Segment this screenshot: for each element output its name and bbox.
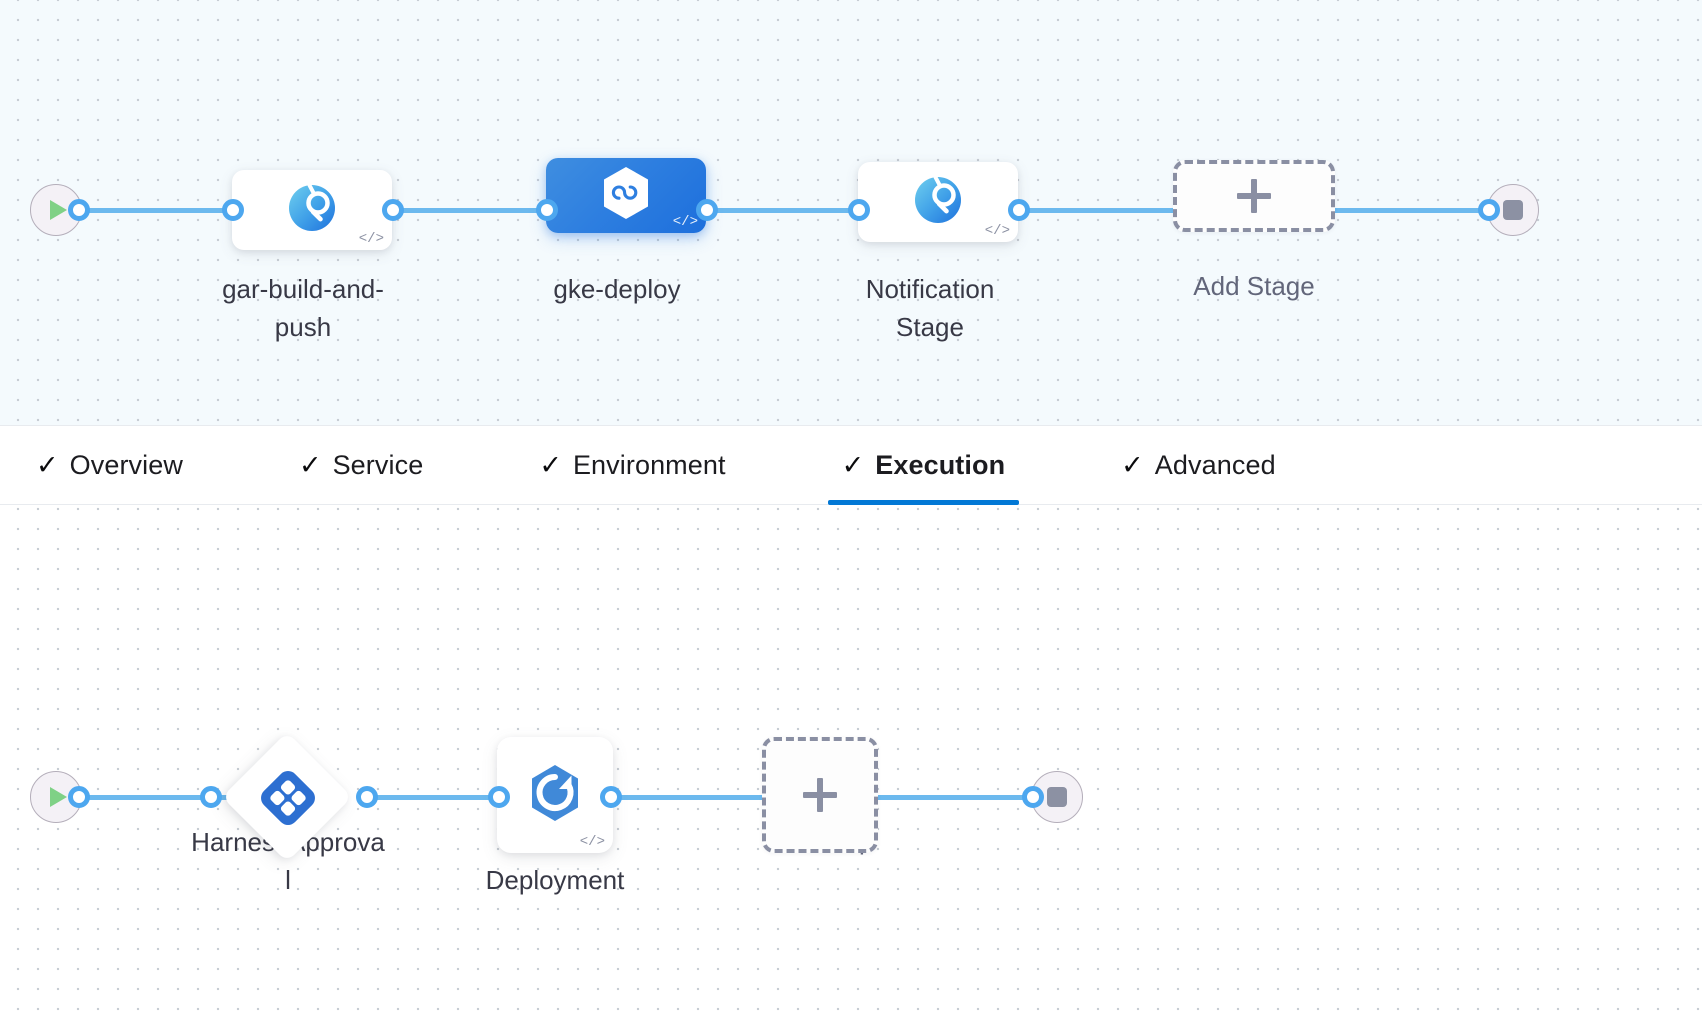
execution-graph-canvas[interactable]: HarnessApproval </> Rollout Deployment A… (0, 505, 1702, 1027)
check-icon: ✓ (1121, 449, 1144, 480)
tab-execution[interactable]: ✓ Execution (827, 425, 1020, 505)
add-step-button[interactable] (762, 737, 878, 853)
tab-label: Execution (875, 449, 1006, 480)
code-badge-icon[interactable]: </> (579, 834, 605, 850)
tab-label: Environment (572, 449, 726, 480)
port-exec-end-in[interactable] (1022, 786, 1044, 808)
stop-icon (1047, 787, 1067, 807)
port-end-in[interactable] (1478, 199, 1500, 221)
port-start-out[interactable] (68, 199, 90, 221)
stage-build-icon (286, 182, 338, 239)
tab-label: Overview (69, 449, 183, 480)
tab-label: Service (332, 449, 424, 480)
stage-build-icon (912, 174, 964, 231)
edge-step2-to-addstep (604, 795, 834, 800)
port-stage2-out[interactable] (696, 199, 718, 221)
code-badge-icon[interactable]: </> (672, 214, 698, 230)
tab-advanced[interactable]: ✓ Advanced (1107, 425, 1290, 505)
tab-service[interactable]: ✓ Service (285, 425, 437, 505)
edge-stage3-to-addstage (1014, 208, 1204, 213)
step-card-rollout-deployment[interactable]: </> (497, 737, 613, 853)
code-badge-icon[interactable]: </> (984, 223, 1010, 239)
port-stage3-out[interactable] (1008, 199, 1030, 221)
edge-addstep-to-end (872, 795, 1054, 800)
stage-graph-canvas[interactable]: </> gar-build-and-push </> gke-deploy (0, 0, 1702, 425)
stage-card-gke-deploy[interactable]: </> (546, 158, 706, 233)
stop-icon (1503, 200, 1523, 220)
port-stage1-in[interactable] (222, 199, 244, 221)
port-step1-in[interactable] (200, 786, 222, 808)
add-stage-button[interactable] (1173, 160, 1335, 232)
port-stage1-out[interactable] (382, 199, 404, 221)
stage-config-tabs[interactable]: ✓ Overview ✓ Service ✓ Environment ✓ Exe… (0, 425, 1702, 505)
stage-card-gar-build-and-push[interactable]: </> (232, 170, 392, 250)
edge-addstage-to-end (1330, 208, 1510, 213)
play-icon (50, 200, 67, 220)
edge-stage1-to-stage2 (390, 208, 570, 213)
harness-hexagon-icon (600, 165, 652, 226)
add-stage-label: Add Stage (1193, 271, 1315, 301)
stage-label-gar-build-and-push: gar-build-and-push (222, 274, 384, 342)
code-badge-icon[interactable]: </> (358, 231, 384, 247)
port-step2-in[interactable] (488, 786, 510, 808)
tab-environment[interactable]: ✓ Environment (525, 425, 739, 505)
port-exec-start-out[interactable] (68, 786, 90, 808)
stage-label-gke-deploy: gke-deploy (553, 274, 681, 304)
edge-step1-to-step2 (360, 795, 526, 800)
plus-icon (803, 778, 837, 812)
tab-label: Advanced (1154, 449, 1276, 480)
play-icon (50, 787, 67, 807)
check-icon: ✓ (539, 449, 562, 480)
check-icon: ✓ (36, 449, 59, 480)
plus-icon (1237, 179, 1271, 213)
port-stage2-in[interactable] (536, 199, 558, 221)
stage-label-notification-stage: Notification Stage (865, 274, 995, 342)
port-step2-out[interactable] (600, 786, 622, 808)
check-icon: ✓ (298, 449, 322, 480)
edge-start-to-stage1 (72, 208, 262, 213)
stage-card-notification-stage[interactable]: </> (858, 162, 1018, 242)
harness-approval-icon (260, 770, 316, 826)
port-step1-out[interactable] (356, 786, 378, 808)
edge-stage2-to-stage3 (702, 208, 878, 213)
edge-start-to-step1 (72, 795, 244, 800)
tab-overview[interactable]: ✓ Overview (22, 425, 197, 505)
k8s-rollout-icon (526, 763, 584, 828)
check-icon: ✓ (841, 449, 865, 480)
port-stage3-in[interactable] (848, 199, 870, 221)
